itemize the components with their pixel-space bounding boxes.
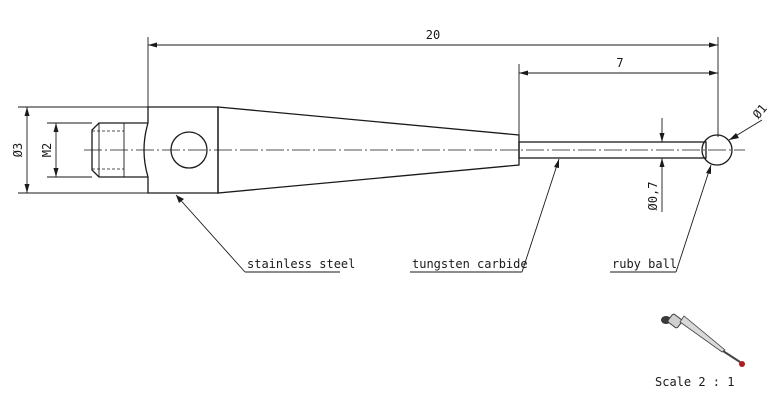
iso-ball [739, 361, 745, 367]
stem-length-label: 7 [616, 56, 623, 70]
isometric-view [661, 313, 745, 367]
dimension-ball-diameter [728, 119, 763, 141]
dimension-thread [47, 122, 92, 178]
iso-taper [679, 315, 726, 353]
cross-hole [170, 131, 208, 169]
stem-section [518, 141, 707, 159]
material-label-tip: ruby ball [612, 257, 677, 271]
body-block [143, 106, 219, 194]
leader-stainless-steel [175, 194, 340, 273]
ruby-ball [701, 134, 733, 166]
dimension-stem-diameter [659, 118, 665, 212]
scale-label: Scale 2 : 1 [655, 375, 734, 389]
stem-diameter-label: Ø0,7 [646, 182, 660, 211]
leader-tungsten-carbide [410, 158, 560, 273]
iso-body [667, 313, 683, 329]
dimension-body-diameter [18, 106, 148, 194]
material-label-body: stainless steel [247, 257, 355, 271]
taper-section [217, 106, 520, 194]
iso-stem [722, 350, 741, 363]
material-label-stem: tungsten carbide [412, 257, 528, 271]
thread-section [91, 122, 148, 178]
total-length-label: 20 [426, 28, 440, 42]
dimension-stem-length [518, 64, 718, 135]
leader-ruby-ball [610, 164, 712, 273]
thread-label: M2 [40, 143, 54, 157]
dimension-total-length [147, 37, 719, 137]
ball-diameter-label: Ø1 [750, 101, 770, 121]
body-diameter-label: Ø3 [11, 143, 25, 157]
